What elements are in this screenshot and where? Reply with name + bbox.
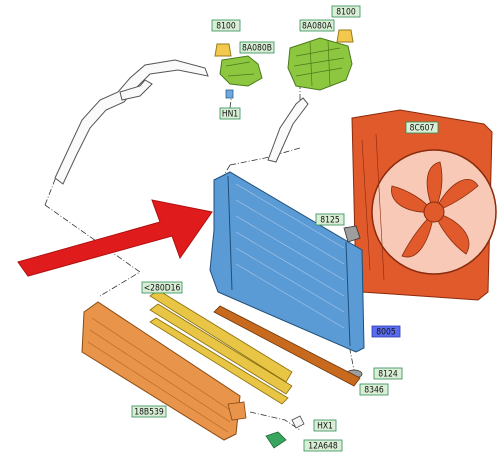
svg-text:8A080B: 8A080B xyxy=(242,44,272,54)
svg-text:8A080A: 8A080A xyxy=(302,22,333,32)
label-cap-left[interactable]: 8100 xyxy=(211,19,241,32)
label-cap-right[interactable]: 8100 xyxy=(331,5,361,18)
lower-hose xyxy=(267,97,309,163)
cap-left-icon xyxy=(214,43,232,57)
radiator xyxy=(209,171,365,353)
fan-shroud xyxy=(351,109,497,301)
part-labels: 8100 8A080B HN1 8A080A 8100 8C607 8125 xyxy=(131,5,439,452)
seal-strip xyxy=(213,305,361,387)
label-fan-shroud[interactable]: 8C607 xyxy=(405,121,439,134)
label-bracket-lower[interactable]: 8124 xyxy=(373,367,403,380)
label-intercooler[interactable]: 18B539 xyxy=(131,405,167,418)
label-radiator[interactable]: 8005 xyxy=(371,325,401,338)
svg-text:18B539: 18B539 xyxy=(134,408,164,418)
svg-text:8125: 8125 xyxy=(320,216,340,226)
svg-text:HN1: HN1 xyxy=(222,110,238,120)
svg-text:8124: 8124 xyxy=(378,370,398,380)
label-bracket-upper[interactable]: 8125 xyxy=(315,213,345,226)
air-guide xyxy=(149,289,293,405)
intercooler xyxy=(81,301,247,441)
bracket-upper-icon xyxy=(343,225,361,243)
expansion-tank-large xyxy=(287,37,353,91)
drain-plug-icon xyxy=(265,431,287,449)
label-clip[interactable]: HX1 xyxy=(313,419,337,432)
label-seal[interactable]: 8346 xyxy=(359,383,389,396)
clip-icon xyxy=(291,415,305,429)
red-arrow-icon xyxy=(17,199,213,277)
svg-text:8005: 8005 xyxy=(376,328,396,338)
svg-text:12A648: 12A648 xyxy=(308,442,338,452)
svg-text:8100: 8100 xyxy=(216,22,236,32)
svg-text:8C607: 8C607 xyxy=(410,124,435,134)
cap-right-icon xyxy=(336,29,354,43)
label-drain[interactable]: 12A648 xyxy=(303,439,343,452)
svg-text:HX1: HX1 xyxy=(317,422,333,432)
label-tank-large[interactable]: 8A080A xyxy=(299,19,335,32)
expansion-tank-small xyxy=(219,55,263,87)
svg-text:8346: 8346 xyxy=(364,386,384,396)
upper-hose xyxy=(54,59,209,185)
label-air-guide[interactable]: <280D16 xyxy=(141,281,183,294)
svg-text:<280D16: <280D16 xyxy=(144,284,181,294)
label-hose-clip[interactable]: HN1 xyxy=(219,107,241,120)
hose-clip-icon xyxy=(225,89,234,99)
svg-text:8100: 8100 xyxy=(336,8,356,18)
label-tank-small[interactable]: 8A080B xyxy=(239,41,275,54)
